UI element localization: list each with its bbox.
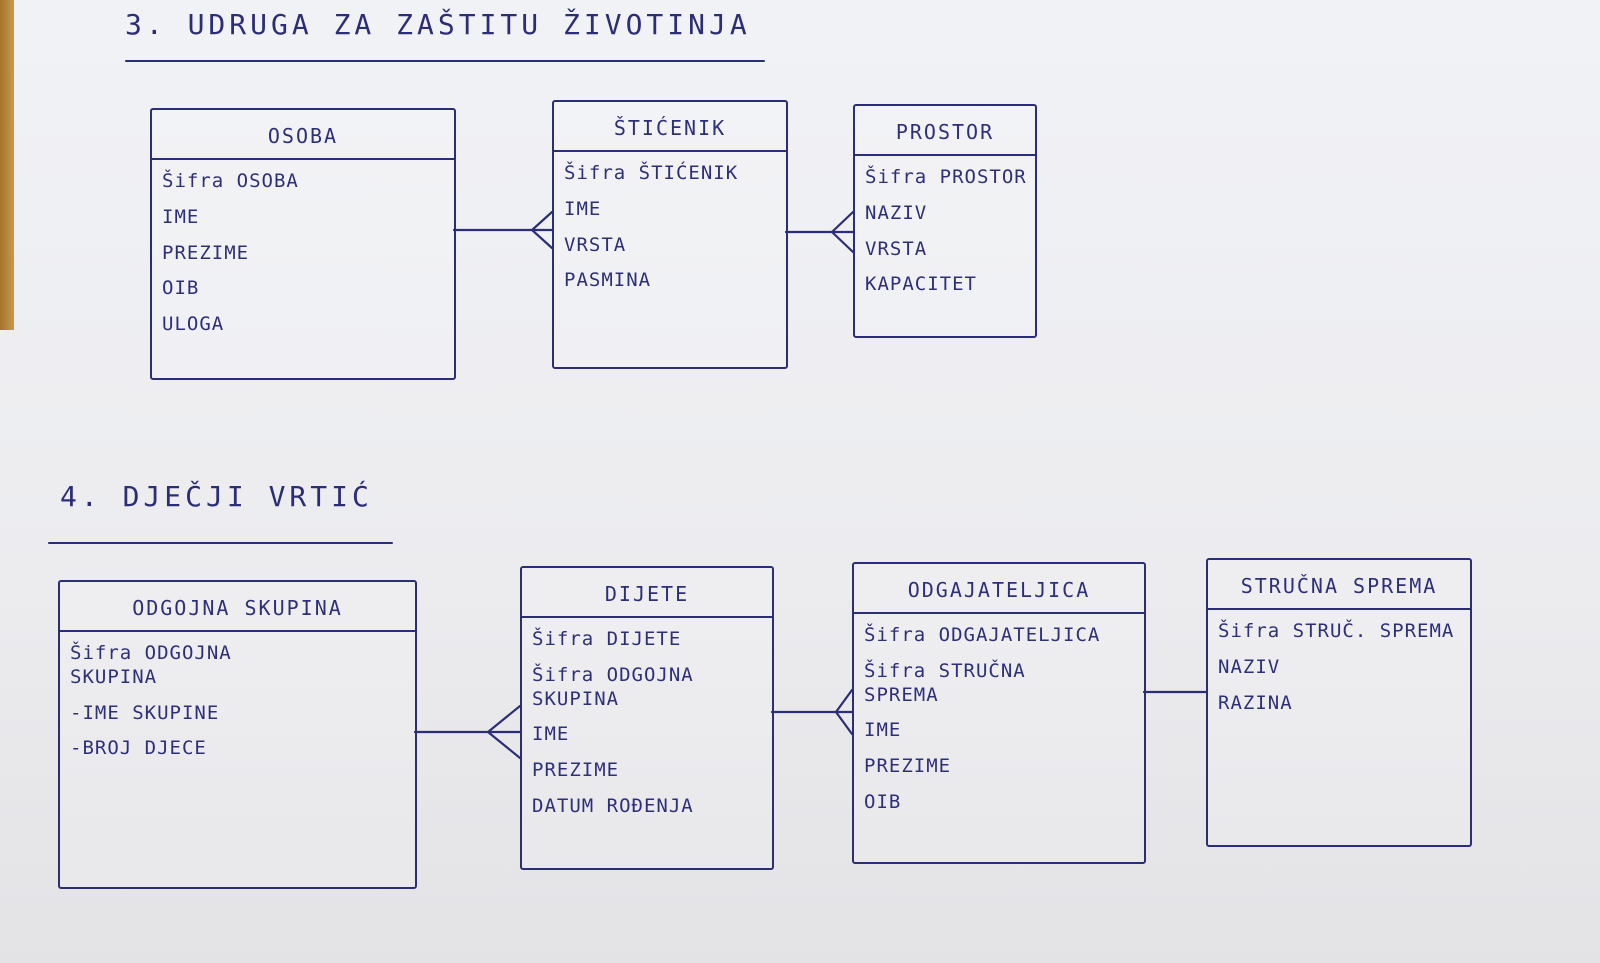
desk-edge [0,0,14,330]
attribute: Šifra ODGAJATELJICA [864,624,1101,646]
entity-name: PROSTOR [855,106,1035,156]
attribute: VRSTA [564,233,627,256]
attribute: IME [532,723,570,746]
entity-name: ODGAJATELJICA [854,564,1144,614]
attribute: RAZINA [1218,691,1293,714]
entity-dijete: DIJETE Šifra DIJETE Šifra ODGOJNA SKUPIN… [520,566,774,870]
attribute: Šifra OSOBA [162,170,299,192]
attribute: Šifra PROSTOR [865,166,1027,188]
entity-odgajateljica: ODGAJATELJICA Šifra ODGAJATELJICA Šifra … [852,562,1146,864]
attribute: Šifra STRUČ. SPREMA [1218,620,1455,642]
attribute: IME [864,719,902,742]
entity-name: ODGOJNA SKUPINA [60,582,415,632]
attribute: Šifra DIJETE [532,628,682,650]
attribute: Šifra ODGOJNA SKUPINA [532,663,694,710]
attribute: OIB [162,277,200,300]
entity-osoba: OSOBA Šifra OSOBA IME PREZIME OIB ULOGA [150,108,456,380]
attribute: KAPACITET [865,273,977,296]
attribute: -IME SKUPINE [70,701,220,724]
attribute: OIB [864,790,902,813]
attribute: IME [564,197,602,220]
entity-name: ŠTIĆENIK [554,102,786,152]
rel-osoba-sticenik [452,210,554,250]
attribute-list: Šifra STRUČ. SPREMA NAZIV RAZINA [1208,610,1470,733]
attribute-list: Šifra ODGAJATELJICA Šifra STRUČNA SPREMA… [854,614,1144,833]
attribute: PASMINA [564,269,652,292]
attribute-list: Šifra DIJETE Šifra ODGOJNA SKUPINA IME P… [522,618,772,837]
attribute: Šifra STRUČNA SPREMA [864,659,1026,706]
attribute: DATUM ROĐENJA [532,794,694,817]
entity-name: DIJETE [522,568,772,618]
attribute: -BROJ DJECE [70,737,207,760]
section-title: 4. DJEČJI VRTIĆ [60,480,373,513]
attribute: PREZIME [864,755,952,777]
attribute-list: Šifra ŠTIĆENIK IME VRSTA PASMINA [554,152,786,311]
attribute: ULOGA [162,313,225,335]
attribute: Šifra ŠTIĆENIK [564,162,739,184]
rel-dijete-odgajateljica [770,688,854,736]
section-underline [125,60,765,62]
attribute: PREZIME [162,241,250,264]
attribute: Šifra ODGOJNA SKUPINA [70,642,232,688]
section-title: 3. UDRUGA ZA ZAŠTITU ŽIVOTINJA [125,8,751,41]
rel-skupina-dijete [413,704,522,760]
attribute: NAZIV [865,201,928,224]
attribute-list: Šifra OSOBA IME PREZIME OIB ULOGA [152,160,454,355]
entity-odgojna-skupina: ODGOJNA SKUPINA Šifra ODGOJNA SKUPINA -I… [58,580,417,889]
entity-name: STRUČNA SPREMA [1208,560,1470,610]
entity-name: OSOBA [152,110,454,160]
attribute: VRSTA [865,237,928,260]
attribute: NAZIV [1218,655,1281,678]
attribute-list: Šifra ODGOJNA SKUPINA -IME SKUPINE -BROJ… [60,632,415,779]
attribute-list: Šifra PROSTOR NAZIV VRSTA KAPACITET [855,156,1035,315]
entity-prostor: PROSTOR Šifra PROSTOR NAZIV VRSTA KAPACI… [853,104,1037,338]
rel-sticenik-prostor [784,210,855,254]
entity-strucna-sprema: STRUČNA SPREMA Šifra STRUČ. SPREMA NAZIV… [1206,558,1472,847]
attribute: IME [162,205,200,228]
attribute: PREZIME [532,759,620,781]
section-underline [48,542,393,544]
entity-sticenik: ŠTIĆENIK Šifra ŠTIĆENIK IME VRSTA PASMIN… [552,100,788,369]
